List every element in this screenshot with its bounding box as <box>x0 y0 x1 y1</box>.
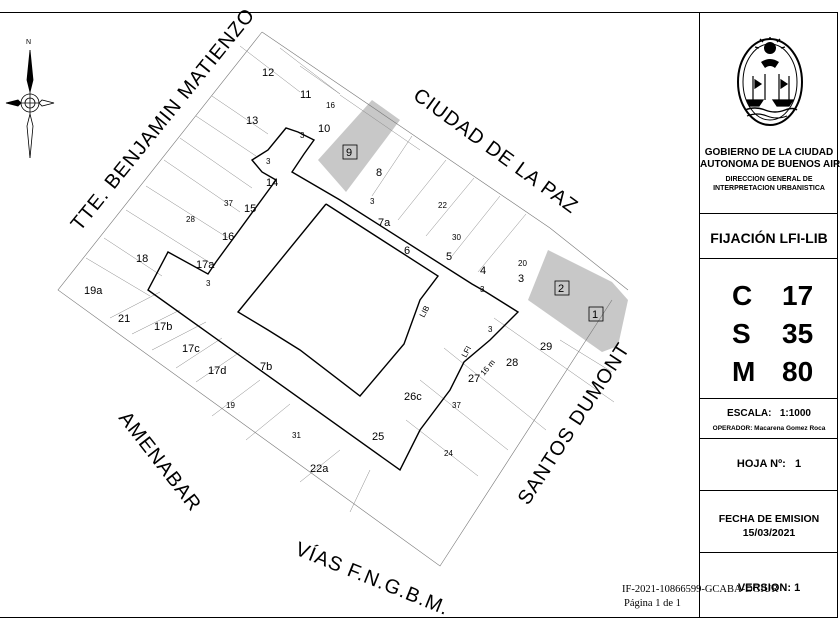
lot-label: 12 <box>262 67 274 79</box>
scale-label: ESCALA: <box>727 408 772 419</box>
lot-label: 29 <box>540 341 552 353</box>
dimension-label: 3 <box>480 285 485 294</box>
circunscripcion-label: C <box>732 280 753 311</box>
dimension-label: 3 <box>300 131 305 140</box>
street-ciudad-de-la-paz: CIUDAD DE LA PAZ <box>409 84 582 218</box>
lot-label: 4 <box>480 265 486 277</box>
org-line-1: GOBIERNO DE LA CIUDAD <box>704 147 834 158</box>
lot-2-box <box>554 280 570 296</box>
street-amenabar: AMENABAR <box>114 408 205 516</box>
compass-rose-icon <box>5 49 55 159</box>
lot-label: 28 <box>506 357 518 369</box>
version-value: 1 <box>794 582 801 594</box>
lot-label: 19a <box>84 285 103 297</box>
lot-label: 22a <box>310 463 329 475</box>
divider <box>700 213 838 214</box>
lot-label: 6 <box>404 245 410 257</box>
dimension-label: 30 <box>452 233 461 242</box>
lot-label: 18 <box>136 253 148 265</box>
dimension-label: 28 <box>186 215 195 224</box>
street-vias: VÍAS F.N.G.B.M. <box>292 537 453 620</box>
dimension-label: 16 <box>326 101 335 110</box>
lot-label: 10 <box>318 123 330 135</box>
sheet-frame <box>0 12 838 618</box>
block-outline <box>57 31 629 567</box>
dimension-label: 37 <box>224 199 233 208</box>
lot-division-lines <box>85 45 615 513</box>
lot-label: 17a <box>196 259 215 271</box>
divider <box>700 552 838 553</box>
lot-9-box <box>342 144 358 160</box>
seccion-value: 35 <box>782 318 814 349</box>
date-value: 15/03/2021 <box>742 527 796 539</box>
lot-label: 26c <box>404 391 422 403</box>
version-line: VERSION: 1 <box>700 582 838 594</box>
date-label: FECHA DE EMISION <box>718 513 820 525</box>
lot-label: 16 <box>222 231 234 243</box>
dimension-label: 3 <box>488 325 493 334</box>
sheet-value: 1 <box>794 458 802 470</box>
lot-label: 5 <box>446 251 452 263</box>
lot-label: 11 <box>300 89 311 101</box>
sheet-line: HOJA Nº: 1 <box>700 458 838 470</box>
dimension-label: 37 <box>452 401 461 410</box>
version-label: VERSION: <box>737 582 791 594</box>
dimension-label: 20 <box>518 259 527 268</box>
lot-label: 17b <box>154 321 172 333</box>
lot-label: 8 <box>376 167 382 179</box>
lib-line <box>236 203 440 397</box>
circunscripcion-value: 17 <box>782 280 814 311</box>
lot-label: 3 <box>518 273 524 285</box>
lot-label: 17c <box>182 343 200 355</box>
page-number: Página 1 de 1 <box>624 598 681 609</box>
lot-label: 15 <box>244 203 256 215</box>
lot-label: 25 <box>372 431 384 443</box>
panel-title: FIJACIÓN LFI-LIB <box>710 230 828 246</box>
sheet-label: HOJA Nº: <box>736 458 786 470</box>
lot-label: 2 <box>558 283 564 295</box>
dimension-label: 3 <box>206 279 211 288</box>
scale-value: 1:1000 <box>779 408 811 419</box>
lot-label: 17d <box>208 365 226 377</box>
lot-label: 14 <box>266 177 278 189</box>
lot-label: 1 <box>592 309 598 321</box>
lib-label: LIB <box>418 304 432 319</box>
org-line-2: AUTONOMA DE BUENOS AIRES <box>700 159 840 170</box>
map-area <box>0 12 700 618</box>
divider <box>700 490 838 491</box>
shaded-lot-9 <box>318 100 400 192</box>
lfi-line <box>147 127 520 472</box>
lot-1-box <box>588 306 604 322</box>
lot-label: 7a <box>378 217 391 229</box>
parcel-map: N <box>5 4 635 620</box>
dimension-label: 3 <box>370 197 375 206</box>
lot-label: 7b <box>260 361 272 373</box>
manzana-label: M <box>732 356 756 387</box>
divider <box>700 438 838 439</box>
org-line-4: INTERPRETACION URBANISTICA <box>713 185 825 192</box>
lot-label: 9 <box>346 147 352 159</box>
dimension-label: 22 <box>438 201 447 210</box>
dimension-label: 19 <box>226 401 235 410</box>
dimension-label: 16 m <box>479 358 498 378</box>
scale-line: ESCALA: 1:1000 <box>700 408 838 419</box>
divider <box>700 258 838 259</box>
org-line-3: DIRECCION GENERAL DE <box>725 176 813 183</box>
dimension-label: 31 <box>292 431 301 440</box>
seccion-label: S <box>732 318 751 349</box>
lot-labels: 12 11 13 10 9 8 14 15 16 7a 6 5 4 3 2 1 … <box>84 67 598 475</box>
operator-line: OPERADOR: Macarena Gomez Roca <box>712 425 826 432</box>
manzana-value: 80 <box>782 356 814 387</box>
lot-label: 27 <box>468 373 480 385</box>
compass-north-label: N <box>26 39 31 46</box>
city-coat-of-arms-icon <box>737 37 803 126</box>
lot-label: 13 <box>246 115 258 127</box>
document-id: IF-2021-10866599-GCABA-DGIUR <box>622 584 779 595</box>
lot-label: 21 <box>118 313 130 325</box>
shaded-lot-1-2 <box>528 250 628 352</box>
dimension-label: 3 <box>266 157 271 166</box>
divider <box>700 398 838 399</box>
dimension-label: 24 <box>444 449 453 458</box>
dimension-labels: 16 3 3 37 28 3 22 30 20 3 3 16 m 37 19 3… <box>186 101 527 458</box>
